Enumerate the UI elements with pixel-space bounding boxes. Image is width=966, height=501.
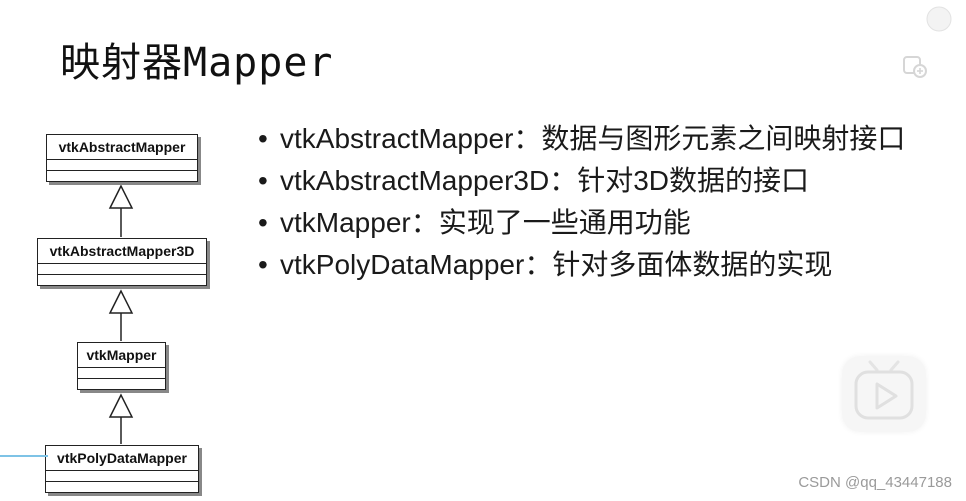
play-button[interactable] [842,356,926,432]
csdn-watermark: CSDN @qq_43447188 [798,474,952,491]
play-button-icon [854,360,914,420]
inheritance-arrow-icon [108,184,134,209]
corner-icon[interactable] [924,4,954,34]
bullet-item: •vtkMapper：实现了一些通用功能 [258,207,691,238]
uml-class-name: vtkAbstractMapper [47,135,197,160]
picture-in-picture-icon[interactable] [900,52,930,82]
uml-class-name: vtkAbstractMapper3D [38,239,206,264]
inheritance-arrow-icon [108,289,134,314]
slide-title: 映射器Mapper [60,40,334,86]
video-progress-line [0,455,48,457]
bullet-list: •vtkAbstractMapper：数据与图形元素之间映射接口 •vtkAbs… [258,118,905,286]
inheritance-arrow-icon [108,393,134,418]
uml-class-name: vtkPolyDataMapper [46,446,198,471]
uml-class-vtkAbstractMapper: vtkAbstractMapper [46,134,198,182]
uml-inheritance-arrows [108,184,134,444]
bullet-item: •vtkAbstractMapper3D：针对3D数据的接口 [258,165,810,196]
uml-class-name: vtkMapper [78,343,165,368]
bullet-item: •vtkPolyDataMapper：针对多面体数据的实现 [258,249,833,280]
bullet-item: •vtkAbstractMapper：数据与图形元素之间映射接口 [258,123,906,154]
uml-class-vtkAbstractMapper3D: vtkAbstractMapper3D [37,238,207,286]
uml-class-vtkPolyDataMapper: vtkPolyDataMapper [45,445,199,493]
uml-class-vtkMapper: vtkMapper [77,342,166,390]
